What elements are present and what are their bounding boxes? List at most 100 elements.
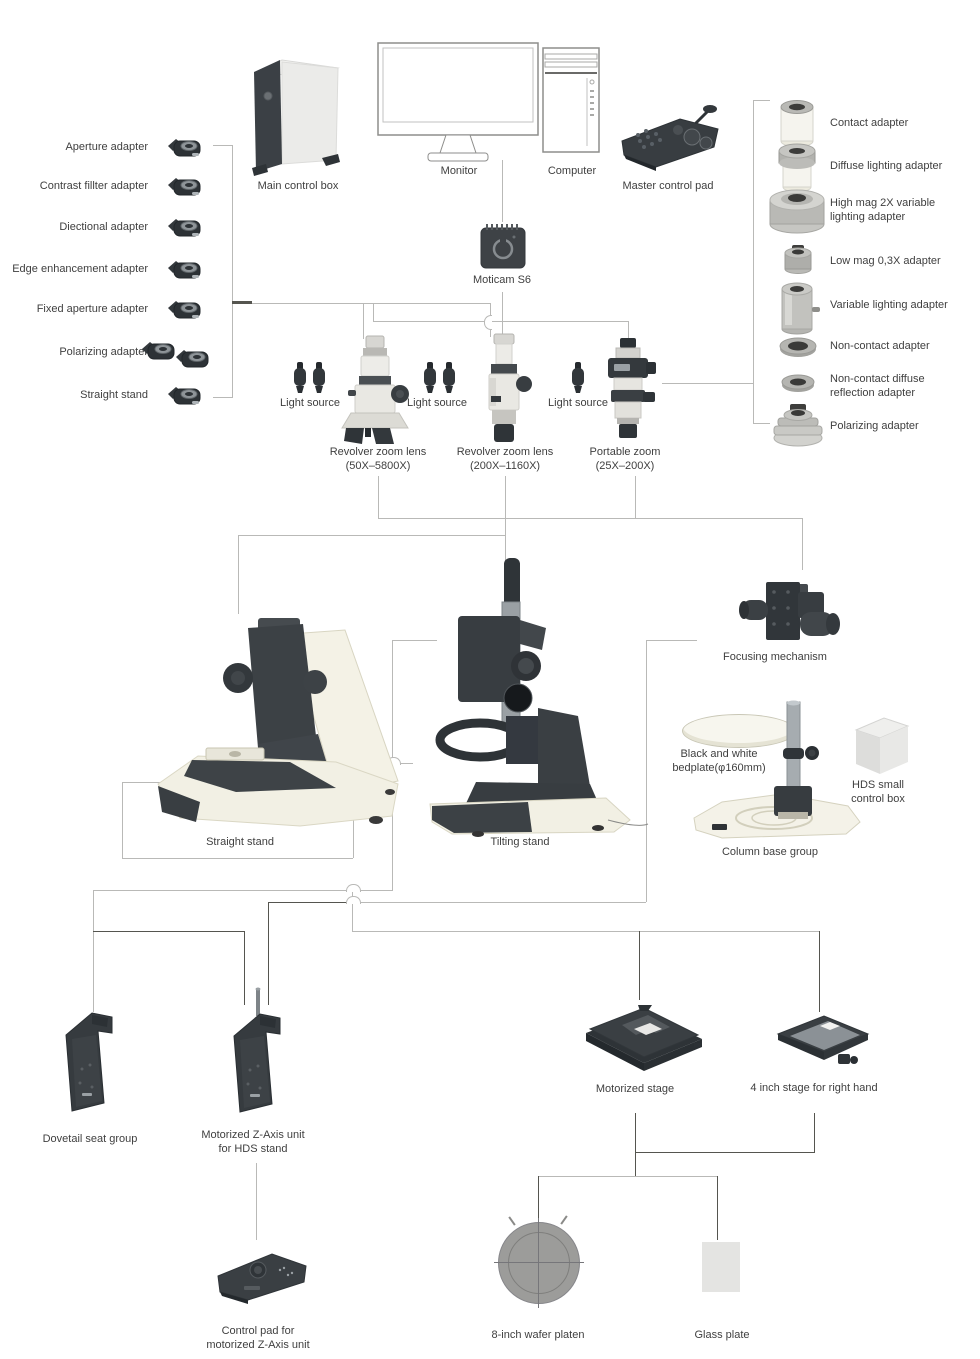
connector	[122, 782, 123, 858]
adapter-label: Fixed aperture adapter	[36, 303, 148, 315]
connector	[814, 1113, 815, 1152]
adapter-label: Non-contact diffuse	[830, 373, 925, 385]
connector	[268, 902, 269, 1005]
connector	[352, 931, 819, 932]
bedplate-label: bedplate(φ160mm)	[672, 762, 766, 774]
fixed-aperture-adapter-icon	[168, 301, 201, 319]
monitor-label: Monitor	[440, 165, 478, 177]
four-inch-stage-label: 4 inch stage for right hand	[750, 1082, 878, 1094]
connector	[378, 476, 379, 518]
connector	[238, 535, 239, 614]
connector	[538, 1176, 718, 1177]
z-axis-control-pad-label: Control pad for	[221, 1325, 295, 1337]
straight-stand-label: Straight stand	[206, 836, 274, 848]
connector	[639, 931, 640, 1000]
directional-adapter-icon	[168, 219, 201, 237]
adapter-label: Aperture adapter	[65, 141, 148, 153]
connector	[378, 518, 802, 519]
adapter-label: lighting adapter	[830, 211, 906, 223]
adapter-label: Non-contact adapter	[830, 340, 930, 352]
adapter-label: Diectional adapter	[59, 221, 148, 233]
light-source-icon	[443, 362, 455, 393]
dovetail-seat-icon	[65, 1012, 113, 1112]
adapter-label: Low mag 0,3X adapter	[830, 255, 941, 267]
light-source-icon	[572, 362, 584, 393]
focusing-mechanism-icon	[739, 582, 840, 640]
motorized-stage-icon	[586, 1005, 702, 1071]
edge-enhancement-adapter-icon	[168, 261, 201, 279]
light-source-label: Light source	[548, 397, 608, 409]
polarizing-adapter-right-icon	[773, 404, 823, 447]
connector	[753, 100, 754, 424]
connector	[356, 902, 646, 903]
connector	[268, 902, 352, 903]
z-axis-unit-icon	[233, 987, 281, 1113]
adapter-label: Polarizing adapter	[830, 420, 919, 432]
line-jump	[484, 315, 492, 330]
connector	[256, 1163, 257, 1240]
adapter-label: Contact adapter	[830, 117, 909, 129]
straight-stand-icon	[157, 618, 399, 827]
focusing-mechanism-label: Focusing mechanism	[723, 651, 827, 663]
light-source-icon	[313, 362, 325, 393]
connector	[238, 535, 505, 536]
connector	[93, 890, 393, 891]
connector	[753, 100, 770, 101]
connector	[252, 303, 490, 304]
wafer-platen-pin	[508, 1216, 516, 1226]
connector	[646, 640, 647, 902]
adapter-label: Straight stand	[80, 389, 148, 401]
column-base-group-label: Column base group	[721, 846, 818, 858]
lens-range-label: (25X–200X)	[595, 460, 655, 472]
connector	[213, 145, 232, 146]
main-control-box-label: Main control box	[257, 180, 339, 192]
adapter-label: Edge enhancement adapter	[12, 263, 148, 275]
master-control-pad-label: Master control pad	[622, 180, 714, 192]
wafer-platen-icon	[494, 1215, 584, 1308]
connector	[628, 321, 629, 344]
light-source-label: Light source	[407, 397, 467, 409]
contact-adapter-icon	[780, 100, 814, 148]
connector	[717, 1176, 718, 1240]
diffuse-lighting-adapter-icon	[778, 143, 816, 193]
lens-label: Portable zoom	[589, 446, 661, 458]
connector	[662, 383, 753, 384]
high-mag-lighting-adapter-icon	[769, 189, 825, 234]
connector	[753, 423, 770, 424]
adapter-label: reflection adapter	[830, 387, 915, 399]
master-control-pad-icon	[621, 105, 719, 171]
z-axis-control-pad-label: motorized Z-Axis unit	[206, 1339, 310, 1351]
z-axis-unit-label: Motorized Z-Axis unit	[201, 1129, 305, 1141]
connector	[802, 518, 803, 570]
non-contact-diffuse-adapter-icon	[781, 374, 815, 392]
connector	[373, 321, 628, 322]
portable-zoom-icon	[608, 338, 656, 438]
computer-icon	[542, 47, 600, 153]
variable-lighting-adapter-icon	[781, 282, 820, 335]
connector	[819, 931, 820, 1012]
connector	[122, 782, 172, 783]
hds-control-box-icon	[854, 717, 910, 774]
bedplate-label: Black and white	[680, 748, 758, 760]
hds-control-box-label: control box	[851, 793, 905, 805]
camera-icon	[480, 224, 526, 269]
wafer-platen-inner-ring	[508, 1232, 570, 1294]
motorized-stage-label: Motorized stage	[595, 1083, 675, 1095]
wafer-platen-label: 8-inch wafer platen	[491, 1329, 585, 1341]
connector	[232, 301, 252, 304]
line-jump	[346, 884, 361, 892]
light-source-label: Light source	[280, 397, 340, 409]
connector	[505, 476, 506, 572]
wafer-platen-pin	[560, 1215, 568, 1225]
revolver-zoom-lens-2-icon	[488, 333, 532, 442]
glass-plate-icon	[702, 1242, 740, 1292]
contrast-filter-adapter-icon	[168, 178, 201, 196]
adapter-label: Polarizing adapter	[59, 346, 148, 358]
revolver-zoom-lens-1-icon	[341, 335, 409, 444]
camera-label: Moticam S6	[472, 274, 532, 286]
light-source-icon	[424, 362, 436, 393]
tilting-stand-icon	[429, 558, 649, 837]
connector	[635, 1113, 636, 1176]
connector	[392, 640, 437, 641]
